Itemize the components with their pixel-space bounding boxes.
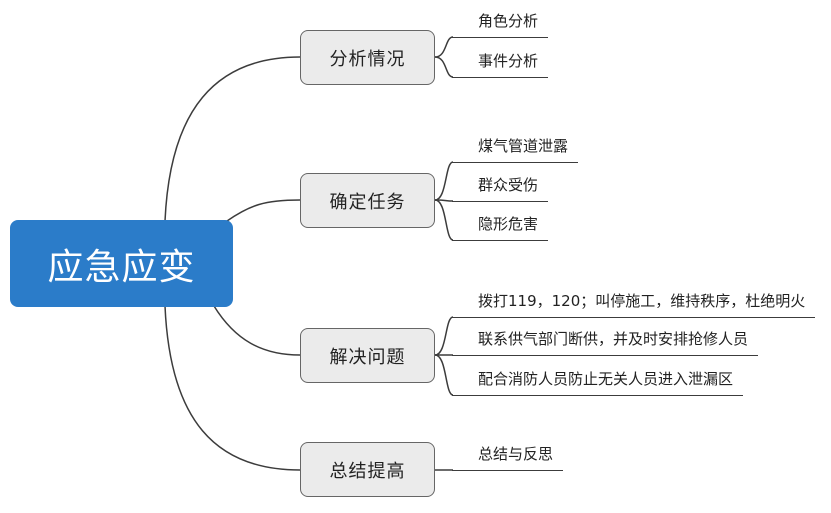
subtopic-contact-gas-supplier: 联系供气部门断供，并及时安排抢修人员 bbox=[452, 326, 759, 356]
subtopic-injured-public: 群众受伤 bbox=[452, 172, 549, 202]
topic-summary: 总结提高 bbox=[300, 442, 435, 497]
topic-analysis: 分析情况 bbox=[300, 30, 435, 85]
connector-tasks-sub-1 bbox=[434, 161, 454, 201]
topic-tasks-label: 确定任务 bbox=[329, 191, 406, 213]
connector-solve-sub-3 bbox=[434, 354, 454, 396]
connector-analysis-sub-1 bbox=[434, 36, 454, 58]
connector-analysis-sub-2 bbox=[434, 56, 454, 78]
topic-analysis-label: 分析情况 bbox=[329, 48, 406, 70]
central-topic-label: 应急应变 bbox=[47, 246, 196, 288]
subtopic-role-analysis: 角色分析 bbox=[452, 8, 549, 38]
subtopic-assist-firefighters: 配合消防人员防止无关人员进入泄漏区 bbox=[452, 366, 744, 396]
subtopic-summary-reflection: 总结与反思 bbox=[452, 441, 564, 471]
central-topic: 应急应变 bbox=[10, 220, 233, 307]
subtopic-call-emergency: 拨打119，120；叫停施工，维持秩序，杜绝明火 bbox=[452, 288, 816, 318]
subtopic-hidden-hazard: 隐形危害 bbox=[452, 211, 549, 241]
topic-tasks: 确定任务 bbox=[300, 173, 435, 228]
connector-central-to-summary bbox=[164, 305, 301, 471]
subtopic-event-analysis: 事件分析 bbox=[452, 48, 549, 78]
subtopic-gas-leak: 煤气管道泄露 bbox=[452, 133, 579, 163]
connector-solve-sub-1 bbox=[434, 316, 454, 356]
topic-solve-label: 解决问题 bbox=[329, 346, 406, 368]
topic-solve: 解决问题 bbox=[300, 328, 435, 383]
connector-tasks-sub-3 bbox=[434, 199, 454, 241]
connector-central-to-analysis bbox=[164, 56, 301, 222]
topic-summary-label: 总结提高 bbox=[329, 460, 406, 482]
connector-central-to-solve bbox=[213, 305, 301, 356]
connector-central-to-tasks bbox=[226, 199, 301, 222]
